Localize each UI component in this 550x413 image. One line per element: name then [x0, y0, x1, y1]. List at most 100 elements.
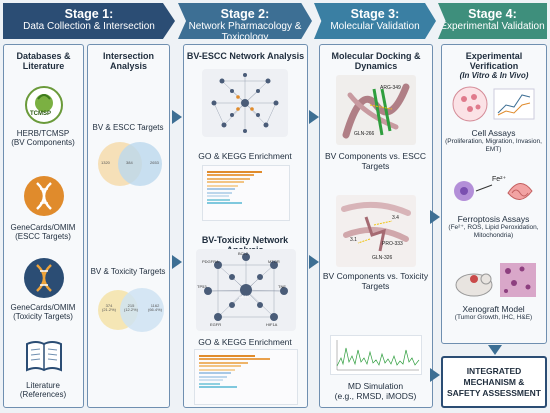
residue-label: ARG-349	[380, 85, 401, 91]
stage-subtitle: Data Collection & Intersection	[23, 21, 155, 32]
db-item-name: GeneCards/OMIM	[10, 303, 76, 312]
venn-pct: (12.2%)	[124, 307, 139, 312]
book-icon	[24, 339, 64, 373]
cell-assay-detail: (Proliferation, Migration, Invasion, EMT…	[445, 138, 542, 153]
ferroptosis-caption: Ferroptosis Assays(Fe²⁺, ROS, Lipid Pero…	[442, 215, 545, 240]
db-item-literature: Literature(References)	[4, 381, 82, 399]
ferroptosis-title: Ferroptosis Assays	[457, 214, 530, 224]
stage-title: Stage 3:	[350, 7, 400, 21]
venn-value: 1162	[150, 303, 160, 308]
experimental-panel: Experimental Verification (In Vitro & In…	[441, 44, 547, 344]
network-panel: BV-ESCC Network Analysis GO & KEGG Enric…	[183, 44, 308, 408]
db-item-name: HERB/TCMSP	[16, 129, 70, 138]
network-node-label: HIF1A	[266, 322, 278, 327]
stage-4-header: Stage 4:Experimental Validation	[438, 3, 547, 39]
venn1-label: BV & ESCC Targets	[92, 123, 164, 132]
network-node-label: PDGFRA	[202, 259, 219, 264]
docking-image-toxicity: 3.4 3.1 PRO-333 GLN-326	[336, 195, 416, 267]
dna-icon	[23, 257, 65, 299]
arrow-right-icon	[172, 110, 182, 124]
db-item-name: GeneCards/OMIM	[10, 223, 76, 232]
molecular-panel: Molecular Docking & Dynamics ARG-349 GLN…	[319, 44, 433, 408]
stage-title: Stage 2:	[220, 7, 270, 21]
network-node-label: MTOR	[268, 259, 280, 264]
cell-assay-caption: Cell Assays(Proliferation, Migration, In…	[442, 129, 545, 154]
stage-1-header: Stage 1:Data Collection & Intersection	[3, 3, 175, 39]
docking-caption-toxicity: BV Components vs. Toxicity Targets	[322, 271, 429, 291]
md-simulation-caption: MD Simulation(e.g., RMSD, iMODS)	[320, 381, 431, 401]
xenograft-title: Xenograft Model	[462, 304, 525, 314]
venn-value: 374	[105, 303, 113, 308]
venn-value: 1320	[101, 160, 110, 165]
stage-3-header: Stage 3:Molecular Validation	[314, 3, 436, 39]
ferroptosis-image: Fe²⁺	[450, 171, 540, 211]
db-item-detail: (BV Components)	[11, 138, 75, 147]
venn-diagram-toxicity: 374(21.2%) 215(12.2%) 1162(66.4%)	[92, 285, 168, 335]
network-node-label: TP53	[197, 284, 207, 289]
escc-network-heading: BV-ESCC Network Analysis	[186, 51, 305, 61]
xenograft-image	[452, 259, 538, 301]
cell-assay-title: Cell Assays	[471, 128, 516, 138]
md-title: MD Simulation	[347, 381, 404, 391]
toxicity-network-graph: BCL2 PDGFRA MTOR TNF TP53 AKT1 EGFR HIF1…	[196, 249, 296, 331]
db-item-detail: (ESCC Targets)	[15, 232, 71, 241]
venn2-label: BV & Toxicity Targets	[90, 267, 166, 276]
stage-2-header: Stage 2:Network Pharmacology & Toxicolog…	[178, 3, 312, 39]
venn-pct: (21.2%)	[102, 307, 117, 312]
db-item-detail: (References)	[19, 390, 67, 399]
tcmsp-logo-text: TCMSP	[30, 111, 51, 117]
intersection-panel: Intersection Analysis BV & ESCC Targets …	[87, 44, 170, 408]
stage-subtitle: Network Pharmacology & Toxicology	[188, 21, 302, 43]
distance-label: 3.4	[392, 215, 399, 221]
network-node-label: TNF	[278, 284, 286, 289]
docking-image-escc: ARG-349 GLN-266	[336, 75, 416, 145]
tcmsp-logo: TCMSP	[24, 85, 64, 125]
databases-panel: Databases & Literature TCMSP HERB/TCMSP(…	[3, 44, 84, 408]
cell-assay-image	[450, 83, 540, 125]
network-node-label: AKT1	[239, 294, 250, 299]
escc-network-graph	[202, 69, 288, 137]
arrow-right-icon	[430, 210, 440, 224]
venn-value: 2653	[150, 160, 159, 165]
toxicity-enrichment-label: GO & KEGG Enrichment	[198, 337, 292, 347]
experimental-heading: Experimental Verification	[465, 51, 523, 71]
ferro-ion-label: Fe²⁺	[492, 176, 507, 183]
docking-caption-escc: BV Components vs. ESCC Targets	[324, 151, 427, 171]
residue-label: PRO-333	[382, 241, 403, 247]
venn-value: 384	[126, 160, 133, 165]
arrow-right-icon	[309, 255, 319, 269]
docking-heading: Molecular Docking & Dynamics	[331, 51, 421, 71]
db-item-name: Literature	[26, 381, 60, 390]
toxicity-enrichment-chart	[194, 349, 298, 405]
db-item-detail: (Toxicity Targets)	[13, 312, 73, 321]
arrow-right-icon	[430, 368, 440, 382]
stage-subtitle: Molecular Validation	[330, 21, 420, 32]
stage-title: Stage 4:	[468, 7, 517, 21]
distance-label: 3.1	[350, 237, 357, 243]
escc-enrichment-chart	[202, 165, 290, 221]
network-node-label: BCL2	[238, 251, 249, 256]
databases-heading: Databases & Literature	[16, 51, 71, 71]
md-simulation-plot	[330, 335, 422, 375]
ferroptosis-detail: (Fe²⁺, ROS, Lipid Peroxidation, Mitochon…	[448, 224, 539, 239]
venn-diagram-escc: 1320 384 2653	[92, 139, 168, 189]
db-item-genecards-tox: GeneCards/OMIM(Toxicity Targets)	[4, 303, 82, 321]
arrow-down-icon	[488, 345, 502, 355]
intersection-heading: Intersection Analysis	[102, 51, 154, 71]
db-item-herb: HERB/TCMSP(BV Components)	[4, 129, 82, 147]
final-assessment-box: INTEGRATED MECHANISM & SAFETY ASSESSMENT	[441, 356, 547, 408]
escc-enrichment-label: GO & KEGG Enrichment	[198, 151, 292, 161]
xenograft-caption: Xenograft Model(Tumor Growth, IHC, H&E)	[442, 305, 545, 322]
network-node-label: EGFR	[210, 322, 222, 327]
final-assessment-text: INTEGRATED MECHANISM & SAFETY ASSESSMENT	[447, 365, 541, 398]
venn-value: 215	[127, 303, 135, 308]
db-item-genecards-escc: GeneCards/OMIM(ESCC Targets)	[4, 223, 82, 241]
dna-icon	[23, 175, 65, 217]
md-detail: (e.g., RMSD, iMODS)	[334, 391, 417, 401]
residue-label: GLN-326	[372, 255, 393, 261]
arrow-right-icon	[172, 255, 182, 269]
stage-subtitle: Experimental Validation	[440, 21, 545, 32]
xenograft-detail: (Tumor Growth, IHC, H&E)	[454, 314, 533, 321]
venn-pct: (66.4%)	[148, 307, 163, 312]
residue-label: GLN-266	[354, 131, 375, 137]
